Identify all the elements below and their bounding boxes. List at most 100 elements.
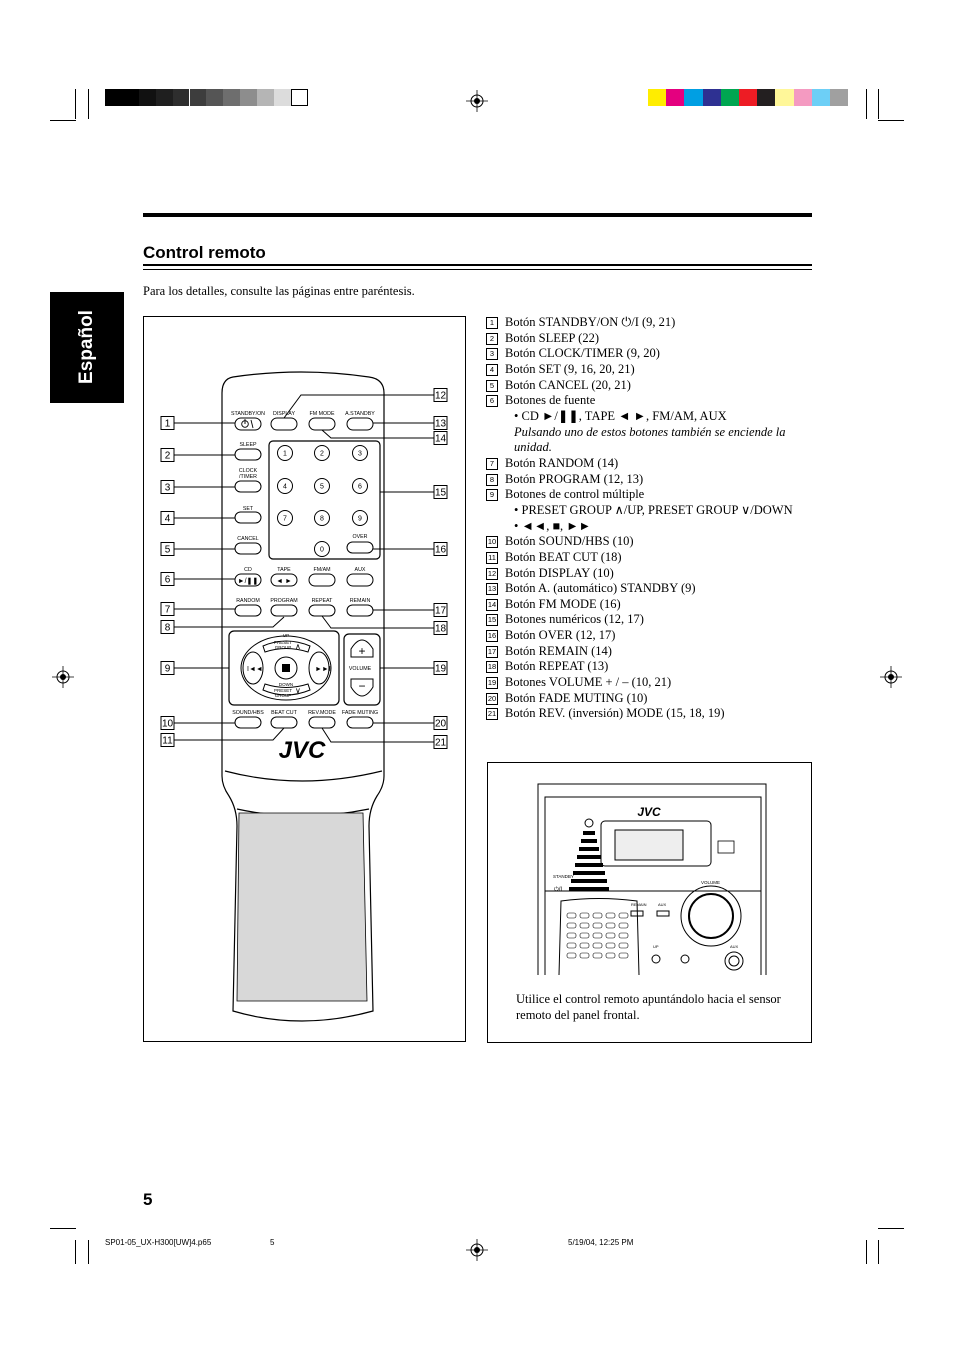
digit-7-button[interactable] — [277, 510, 293, 526]
digit-3-button[interactable] — [352, 445, 368, 461]
program-button[interactable] — [270, 604, 298, 617]
key-number-box: 20 — [486, 692, 498, 705]
digit-label: 1 — [283, 451, 287, 458]
section-title: Control remoto — [143, 243, 266, 262]
key-number-box: 15 — [486, 614, 498, 627]
unit-illustration-frame: JVC STANDBY VOLUME REMAIN AUX UP AUX ⏻/I — [487, 762, 812, 1043]
program-label: PROGRAM — [270, 598, 297, 604]
set-button[interactable] — [234, 511, 262, 524]
tape-label: TAPE — [277, 567, 291, 573]
digit-0-button[interactable] — [314, 541, 330, 557]
repeat-button[interactable] — [308, 604, 336, 617]
callout-number-box — [433, 431, 448, 445]
digit-label: 8 — [320, 516, 324, 523]
fade-muting-button[interactable] — [346, 716, 374, 729]
intro-text: Para los detalles, consulte las páginas … — [143, 284, 415, 298]
fm-am-button[interactable] — [308, 573, 336, 587]
tape-button[interactable] — [270, 573, 298, 587]
standby-on-label: STANDBY/ON — [231, 411, 265, 417]
callout-number: 6 — [165, 575, 171, 586]
over-button[interactable] — [346, 541, 374, 554]
callout-number: 20 — [435, 719, 447, 730]
footer-date: 5/19/04, 12:25 PM — [568, 1238, 634, 1247]
up-label: UP — [283, 633, 289, 638]
sound-hbs-button[interactable] — [234, 716, 262, 729]
calibration-swatch — [257, 89, 274, 106]
a-standby-button[interactable] — [346, 417, 374, 431]
skip-back-icon: I◄◄ — [247, 666, 263, 673]
crop-mark — [878, 120, 904, 121]
key-description: Botón FADE MUTING (10) — [505, 690, 648, 705]
cancel-label: CANCEL — [237, 536, 259, 542]
remain-button[interactable] — [346, 604, 374, 617]
aux-button[interactable] — [346, 573, 374, 587]
key-description: Botón SET (9, 16, 20, 21) — [505, 361, 635, 376]
cd-button[interactable] — [234, 573, 262, 587]
preset-label: PRESET — [274, 688, 292, 693]
crop-mark — [878, 1240, 879, 1264]
cancel-button[interactable] — [234, 542, 262, 555]
key-list-note: Pulsando uno de estos botones también se… — [514, 424, 786, 455]
plus-icon: + — [358, 644, 365, 658]
calibration-swatch — [240, 89, 258, 106]
key-description: Botón SOUND/HBS (10) — [505, 534, 634, 549]
callout-leader-line — [321, 429, 434, 439]
callout-number-box — [433, 485, 448, 499]
calibration-swatch — [811, 89, 830, 106]
crop-mark — [866, 1240, 867, 1264]
callout-number-box — [433, 388, 448, 402]
calibration-swatch — [274, 89, 291, 106]
display-button[interactable] — [270, 417, 298, 431]
play-pause-icon: ►/❚❚ — [238, 577, 259, 585]
digit-6-button[interactable] — [352, 478, 368, 494]
digit-1-button[interactable] — [277, 445, 293, 461]
callout-number: 10 — [162, 719, 174, 730]
digit-label: 2 — [320, 451, 324, 458]
callout-number-box — [160, 602, 175, 616]
calibration-swatch — [138, 89, 156, 106]
beat-cut-button[interactable] — [270, 716, 298, 729]
unit-brand-logo: JVC — [637, 805, 661, 819]
title-rule-thin — [143, 269, 812, 270]
digit-2-button[interactable] — [314, 445, 330, 461]
key-description: Botón REV. (inversión) MODE (15, 18, 19) — [505, 706, 725, 721]
key-list-subitem: • ◄◄, ■, ►► — [514, 518, 592, 533]
key-description: Botón RANDOM (14) — [505, 455, 619, 470]
key-description: Botón SLEEP (22) — [505, 330, 599, 345]
digit-8-button[interactable] — [314, 510, 330, 526]
digit-5-button[interactable] — [314, 478, 330, 494]
preset-group-down-button[interactable] — [262, 683, 311, 696]
calibration-swatch — [830, 89, 849, 106]
skip-forward-button[interactable] — [308, 651, 330, 685]
digit-9-button[interactable] — [352, 510, 368, 526]
fm-mode-label: FM MODE — [309, 411, 334, 417]
key-number-box: 21 — [486, 708, 498, 721]
volume-down-button[interactable] — [350, 678, 374, 697]
preset-group-up-button[interactable] — [262, 640, 311, 653]
page-number: 5 — [143, 1190, 153, 1209]
clock-timer-button[interactable] — [234, 480, 262, 493]
skip-forward-icon: ►►I — [315, 666, 331, 673]
calibration-swatch — [775, 89, 794, 106]
key-description: Botón CLOCK/TIMER (9, 20) — [505, 346, 660, 361]
callout-number: 5 — [165, 545, 171, 556]
crop-mark — [50, 120, 76, 121]
digit-4-button[interactable] — [277, 478, 293, 494]
skip-back-button[interactable] — [242, 651, 264, 685]
key-description: Botón PROGRAM (12, 13) — [505, 471, 644, 486]
sleep-label: SLEEP — [239, 442, 257, 448]
minus-icon: − — [358, 679, 365, 693]
key-number-box: 9 — [486, 489, 498, 502]
callout-number-box — [433, 542, 448, 556]
fm-mode-button[interactable] — [308, 417, 336, 431]
callout-number-box — [160, 448, 175, 462]
random-button[interactable] — [234, 604, 262, 617]
repeat-label: REPEAT — [312, 598, 334, 604]
volume-up-button[interactable] — [350, 639, 374, 658]
sleep-button[interactable] — [234, 448, 262, 461]
callout-number-box — [160, 716, 175, 730]
rev-mode-button[interactable] — [308, 716, 336, 729]
